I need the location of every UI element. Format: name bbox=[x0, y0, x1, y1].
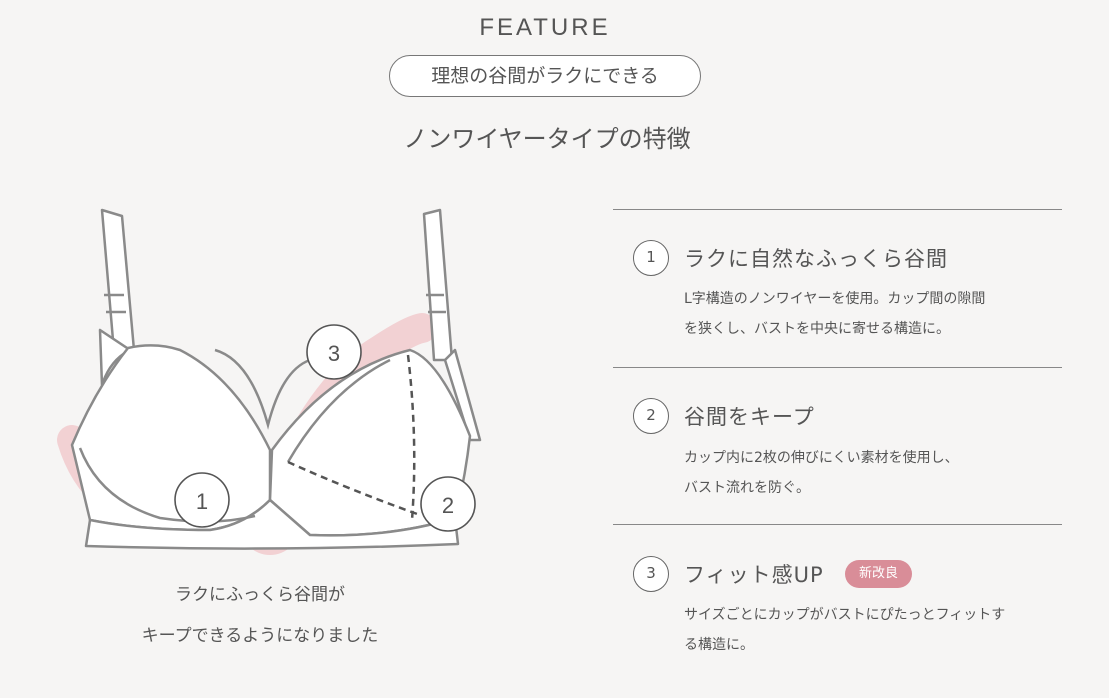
feature-desc-line2: る構造に。 bbox=[684, 637, 754, 653]
feature-desc-line2: バスト流れを防ぐ。 bbox=[684, 480, 810, 496]
feature-desc-line1: カップ内に2枚の伸びにくい素材を使用し、 bbox=[684, 450, 959, 466]
svg-text:1: 1 bbox=[196, 489, 208, 514]
tagline-pill: 理想の谷間がラクにできる bbox=[389, 55, 701, 97]
feature-title: フィット感UP bbox=[684, 563, 824, 587]
feature-title: ラクに自然なふっくら谷間 bbox=[684, 247, 948, 271]
marker-3: 3 bbox=[306, 324, 362, 380]
marker-1: 1 bbox=[174, 472, 230, 528]
svg-text:3: 3 bbox=[328, 341, 340, 366]
feature-desc-line2: を狭くし、バストを中央に寄せる構造に。 bbox=[684, 321, 950, 337]
feature-number-badge: 1 bbox=[633, 240, 669, 276]
underband bbox=[84, 498, 460, 550]
new-improved-badge: 新改良 bbox=[845, 560, 912, 588]
divider bbox=[613, 524, 1062, 525]
feature-desc-line1: サイズごとにカップがバストにぴたっとフィットす bbox=[684, 607, 1006, 623]
left-strap bbox=[100, 208, 136, 354]
marker-2: 2 bbox=[420, 476, 476, 532]
svg-text:2: 2 bbox=[442, 493, 454, 518]
feature-desc-line1: L字構造のノンワイヤーを使用。カップ間の隙間 bbox=[684, 291, 986, 307]
feature-number-badge: 3 bbox=[633, 556, 669, 592]
divider bbox=[613, 209, 1062, 210]
feature-title: 谷間をキープ bbox=[684, 405, 815, 429]
section-title: FEATURE bbox=[479, 14, 611, 41]
divider bbox=[613, 367, 1062, 368]
section-subtitle: ノンワイヤータイプの特徴 bbox=[403, 125, 691, 153]
illustration-caption-line1: ラクにふっくら谷間が bbox=[175, 585, 345, 605]
illustration-caption-line2: キープできるようになりました bbox=[141, 626, 379, 646]
feature-number-badge: 2 bbox=[633, 398, 669, 434]
bra-illustration: 1 2 3 bbox=[57, 208, 482, 555]
